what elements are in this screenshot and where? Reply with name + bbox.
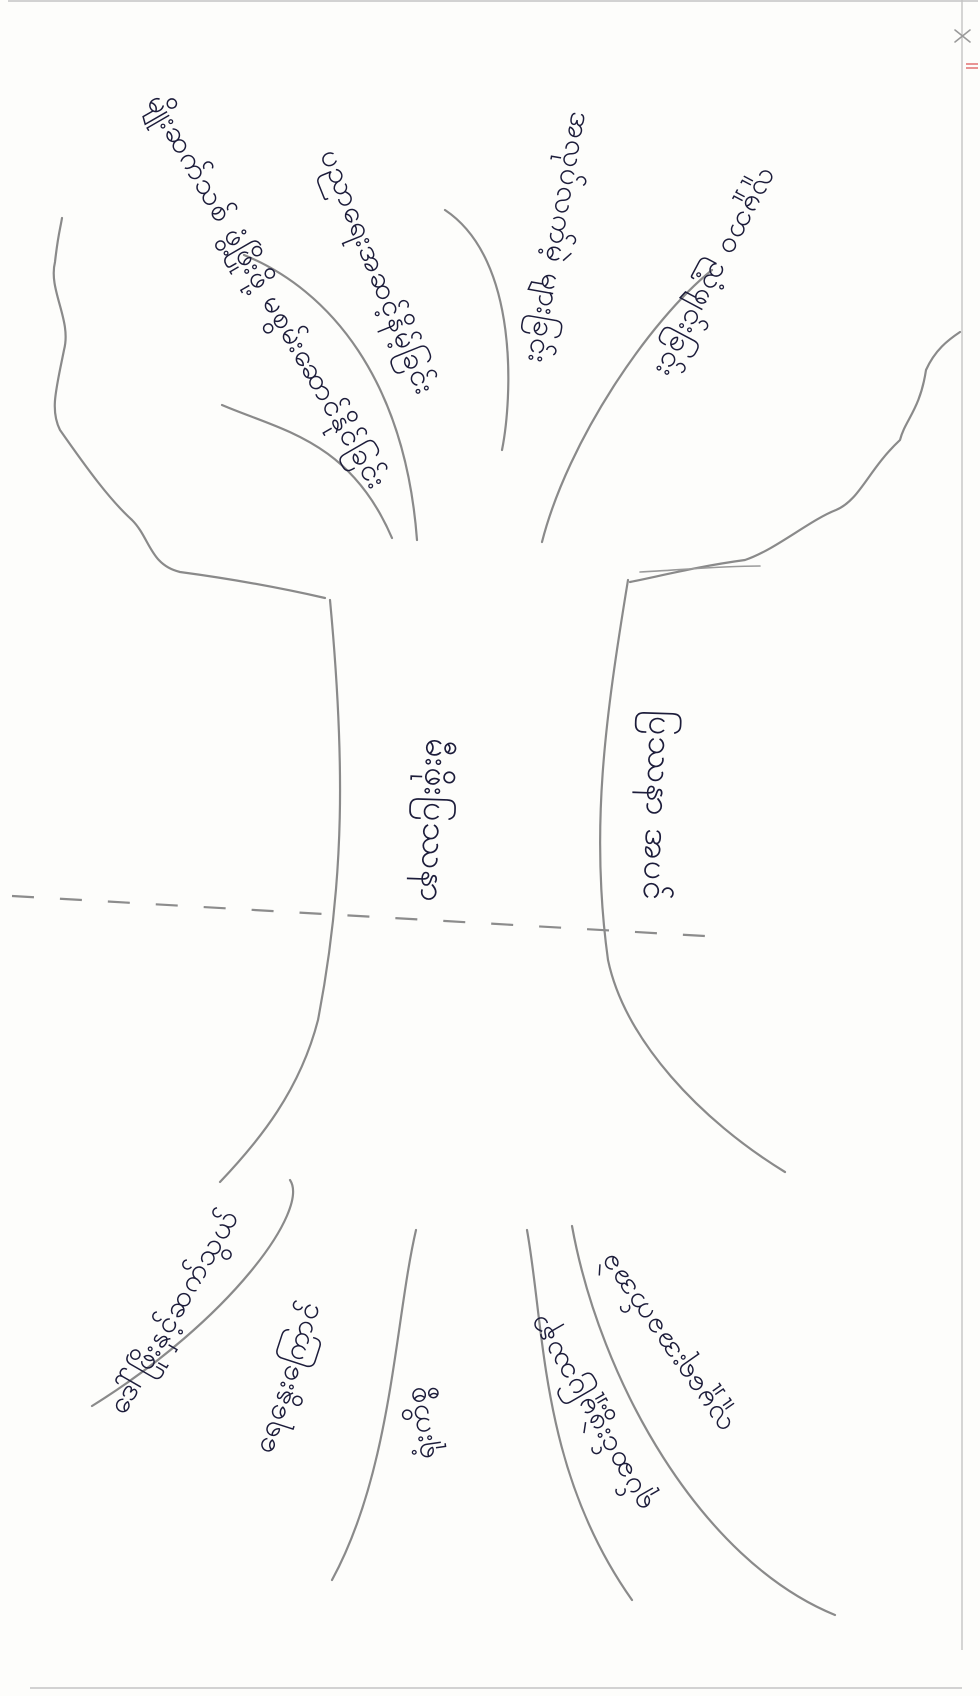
center-label-upper: ပြဿနာ အပင် — [627, 709, 685, 901]
center-label-lower: မီးဖိုးပြဿနာ — [404, 737, 461, 903]
trunk-left-edge — [220, 600, 340, 1182]
branch-line-3 — [445, 210, 508, 450]
